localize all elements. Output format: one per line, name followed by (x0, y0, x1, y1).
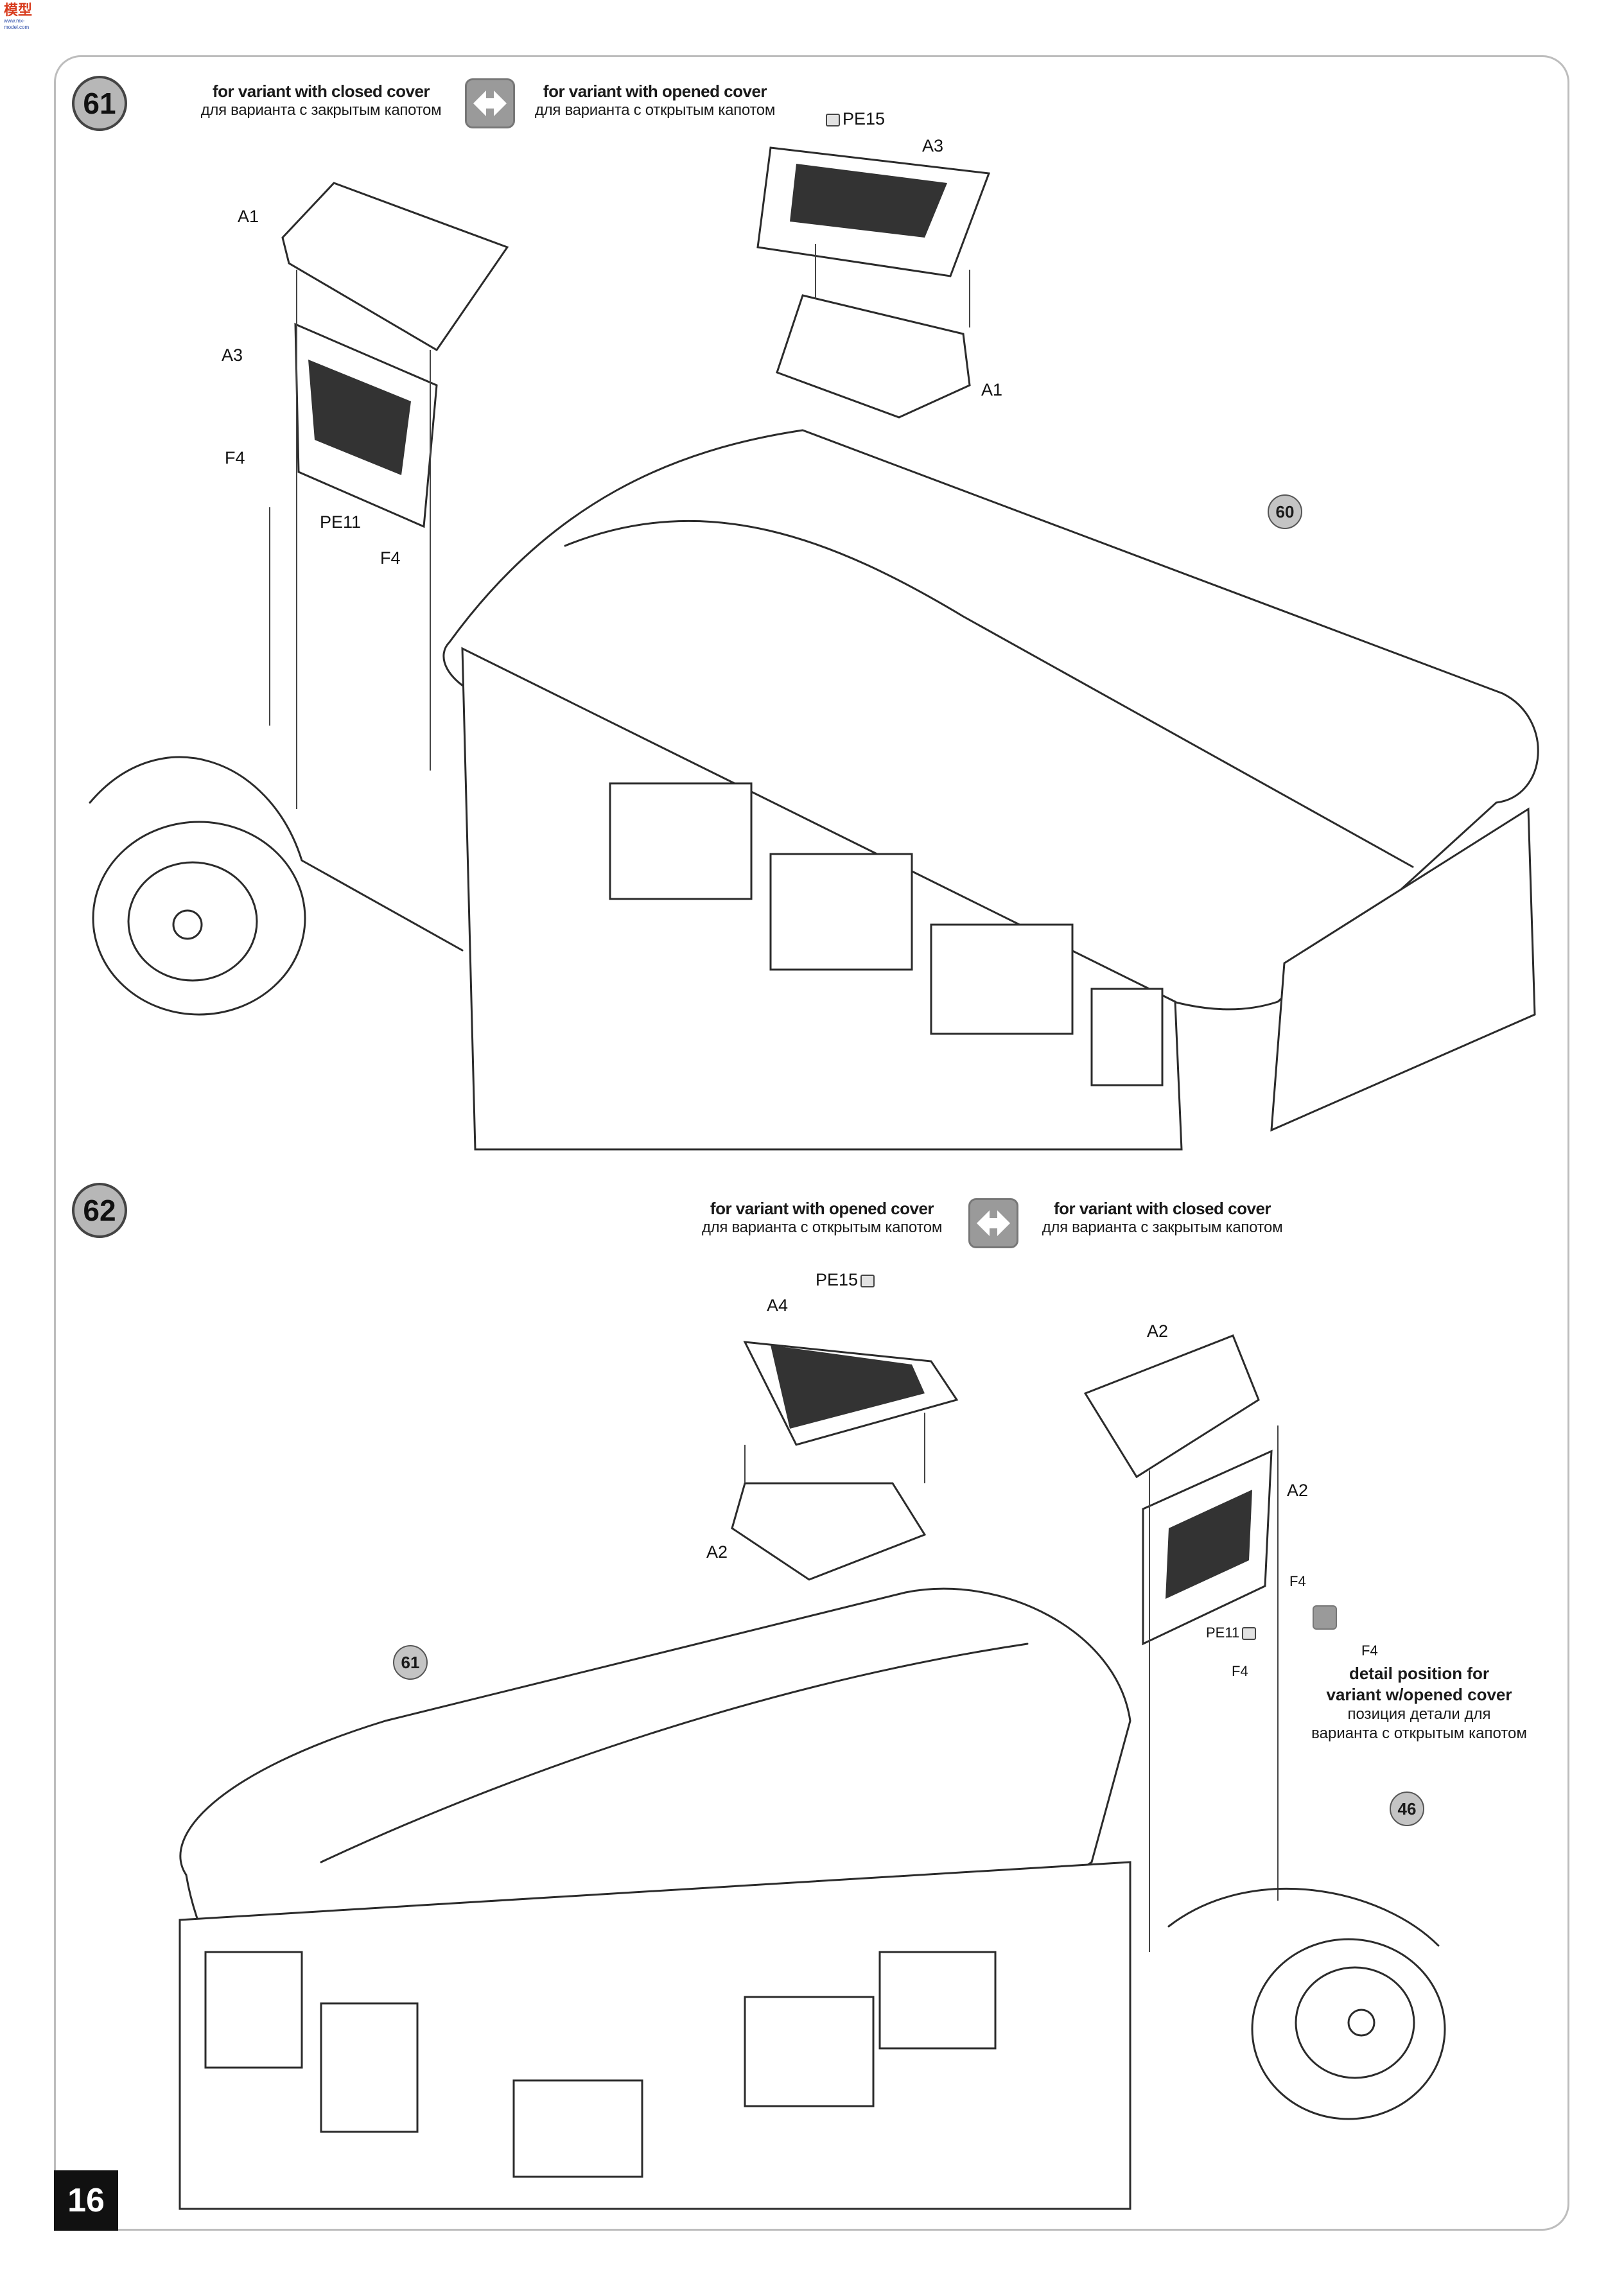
step-number-62: 62 (72, 1183, 127, 1238)
detail-note-en-2: variant w/opened cover (1326, 1684, 1512, 1704)
label-f4-mid: F4 (380, 548, 401, 568)
detail-note-ru-1: позиция детали для (1347, 1705, 1491, 1723)
label-pe11-62: PE11 (1206, 1625, 1259, 1641)
photo-etch-icon (826, 113, 840, 126)
page-frame (54, 55, 1569, 2231)
hood-panel-a2 (1083, 1334, 1260, 1479)
label-f4-left: F4 (225, 448, 245, 467)
ref-step-61: 61 (393, 1645, 428, 1680)
label-a2-top: A2 (1147, 1321, 1169, 1341)
swap-arrows-icon (968, 1198, 1018, 1248)
ref-step-60: 60 (1268, 494, 1302, 529)
label-a4: A4 (767, 1296, 789, 1315)
variant-opened-en: for variant with opened cover (543, 82, 767, 101)
hood-panel-a1-opened (776, 294, 971, 419)
swap-arrows-icon (465, 78, 515, 128)
grille-a3 (308, 360, 411, 475)
detail-note-en-1: detail position for (1349, 1664, 1490, 1683)
logo-mark: 模型 (4, 3, 33, 19)
label-pe15-62: PE15 (816, 1270, 877, 1290)
swap-arrows-icon-small (1313, 1605, 1337, 1630)
label-pe11: PE11 (320, 512, 362, 532)
variant-opened-en-62: for variant with opened cover (710, 1199, 934, 1218)
variant-opened-cover-61: for variant with opened cover для вариан… (527, 82, 783, 119)
variant-closed-cover-62: for variant with closed cover для вариан… (1034, 1199, 1291, 1236)
photo-etch-icon (860, 1274, 875, 1287)
photo-etch-icon (1242, 1627, 1257, 1641)
label-a1-top: A1 (238, 207, 259, 226)
variant-opened-ru: для варианта с открытым капотом (534, 101, 776, 119)
swap-arrows-glyph (473, 91, 507, 116)
front-wheel-62 (1251, 1938, 1446, 2120)
variant-closed-ru: для варианта с закрытым капотом (200, 101, 442, 119)
variant-opened-ru-62: для варианта с открытым капотом (701, 1218, 943, 1236)
page-number: 16 (54, 2170, 118, 2231)
variant-closed-en-62: for variant with closed cover (1053, 1199, 1271, 1218)
label-a2-left: A2 (706, 1542, 728, 1562)
label-a3-right: A3 (922, 136, 944, 155)
logo-url: www.mx-model.com (4, 18, 30, 30)
detail-position-note: detail position for variant w/opened cov… (1304, 1663, 1535, 1743)
label-a2-right: A2 (1287, 1481, 1309, 1500)
ref-step-46: 46 (1390, 1791, 1424, 1826)
hood-panel-a2-opened (731, 1482, 927, 1581)
site-logo: 模型 www.mx-model.com (4, 3, 46, 31)
label-f4-a: F4 (1289, 1573, 1306, 1589)
swap-arrows-glyph (977, 1210, 1010, 1236)
label-a1-right: A1 (981, 380, 1003, 399)
step-number-61: 61 (72, 76, 127, 131)
label-pe15-text-62: PE15 (816, 1270, 859, 1289)
hood-panel-a1 (281, 182, 509, 352)
detail-note-ru-2: варианта с открытым капотом (1311, 1725, 1527, 1742)
variant-closed-en: for variant with closed cover (212, 82, 430, 101)
label-pe15: PE15 (823, 109, 885, 129)
variant-closed-ru-62: для варианта с закрытым капотом (1042, 1218, 1283, 1236)
label-pe15-text: PE15 (843, 109, 886, 128)
variant-opened-cover-62: for variant with opened cover для вариан… (694, 1199, 950, 1236)
variant-closed-cover-61: for variant with closed cover для вариан… (199, 82, 443, 119)
label-pe11-text-62: PE11 (1206, 1625, 1240, 1641)
label-f4-b: F4 (1232, 1663, 1248, 1679)
label-a3-left: A3 (222, 345, 243, 365)
label-f4-detail: F4 (1361, 1643, 1378, 1659)
